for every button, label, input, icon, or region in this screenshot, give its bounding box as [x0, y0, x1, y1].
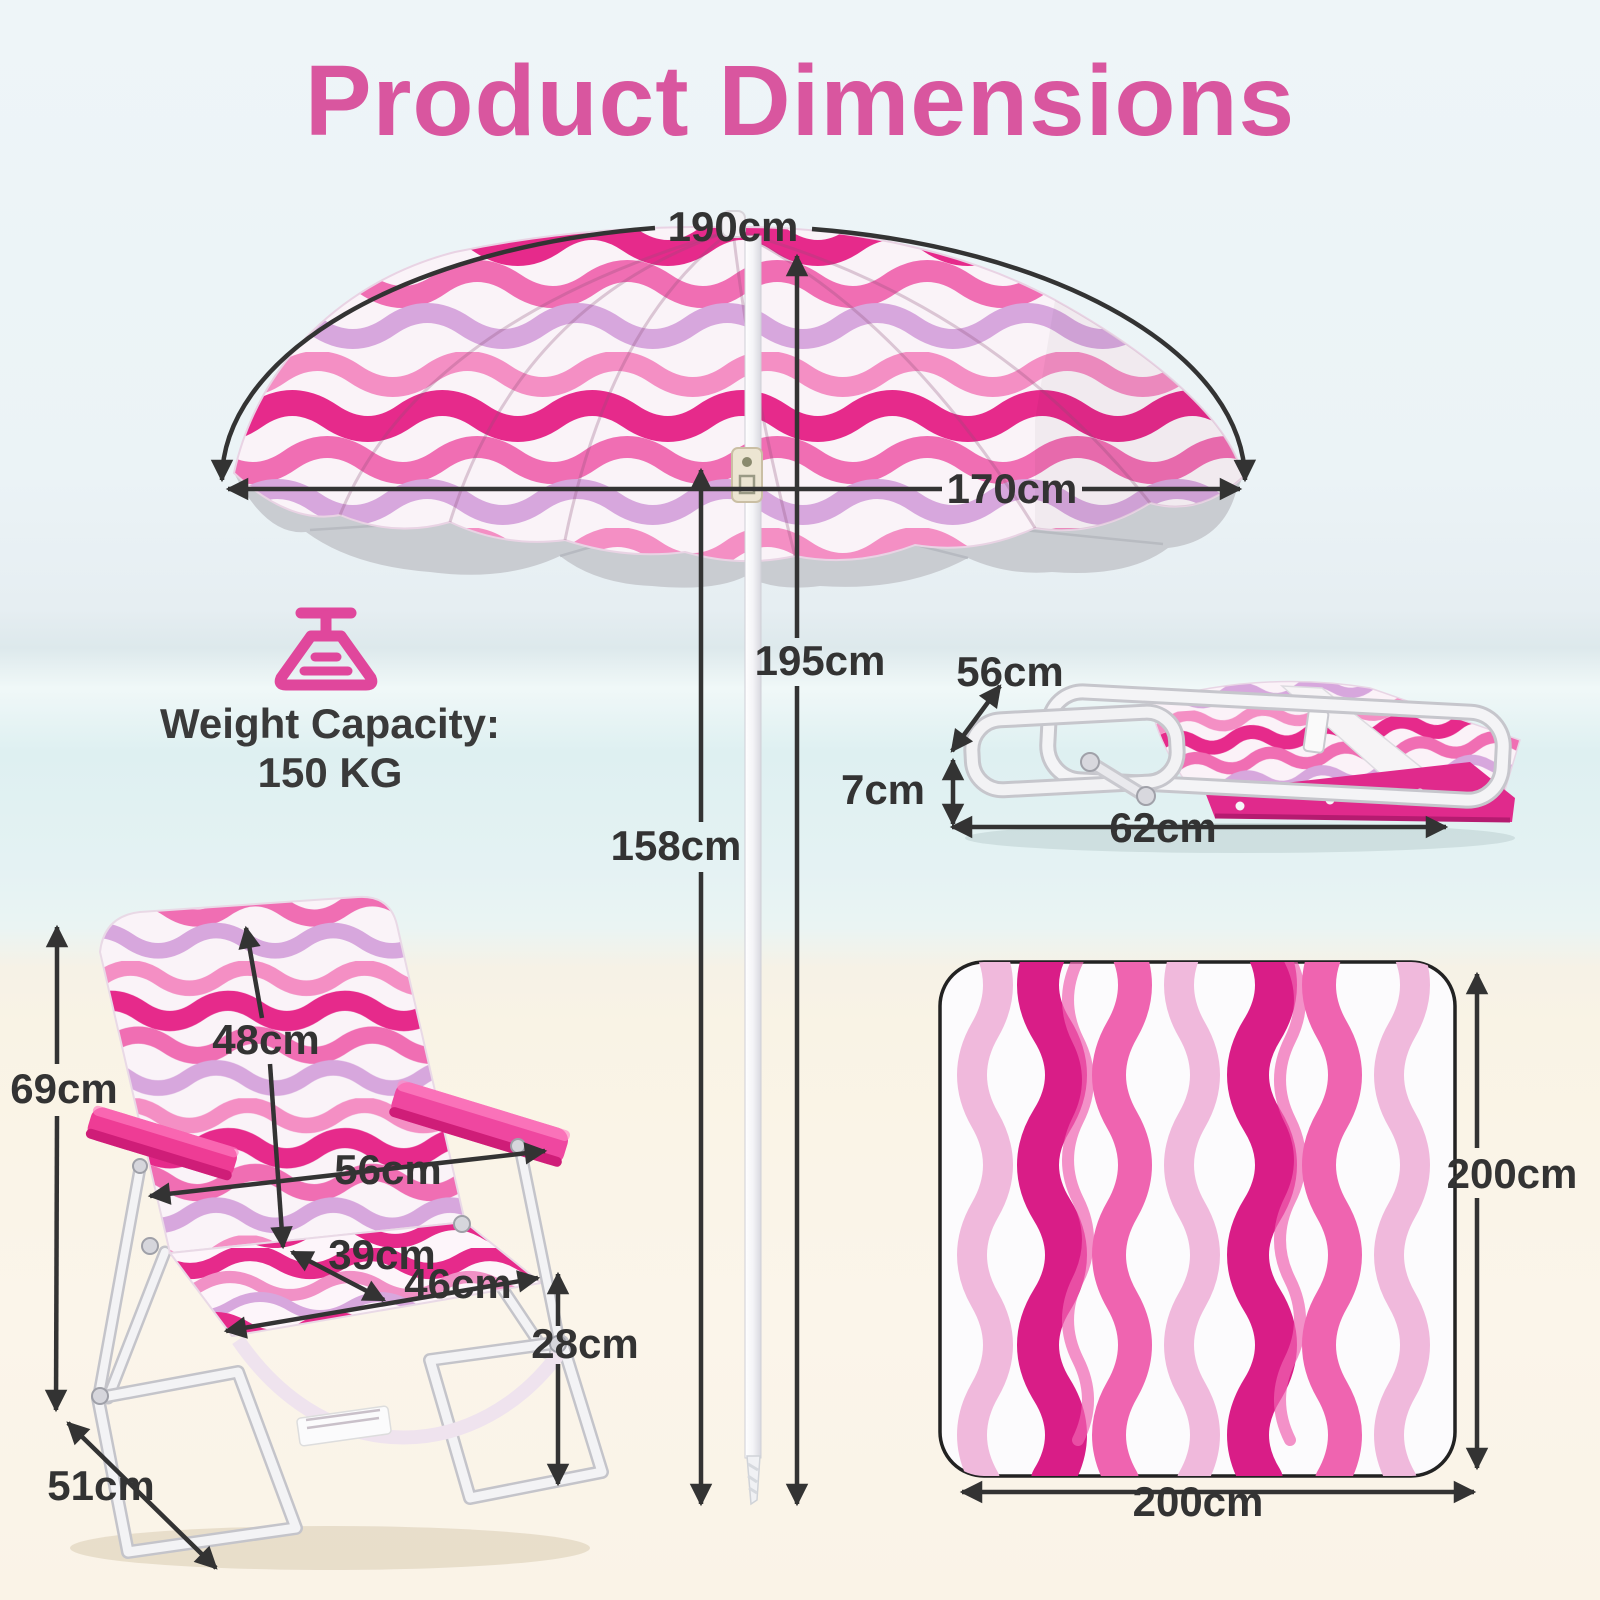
dim-umbrella-clearance: 158cm — [610, 822, 742, 869]
page-title: Product Dimensions — [304, 45, 1296, 157]
dim-chair-base-depth: 51cm — [47, 1462, 155, 1509]
dim-blanket-width: 200cm — [1132, 1478, 1264, 1525]
dim-blanket-length: 200cm — [1446, 1150, 1578, 1197]
umbrella-underside — [234, 473, 1243, 588]
dim-chair-backrest-length: 48cm — [212, 1016, 320, 1063]
umbrella-graphic — [232, 210, 1245, 1506]
dim-chair-overall-width: 56cm — [334, 1146, 442, 1193]
weight-scale-icon — [274, 607, 378, 691]
chair-backrest-fabric — [98, 895, 467, 1255]
dim-folded-thickness: 7cm — [840, 766, 926, 813]
dim-umbrella-arc-width: 190cm — [667, 203, 799, 250]
umbrella-pole — [744, 235, 762, 1459]
dim-umbrella-diameter: 170cm — [946, 465, 1078, 512]
folded-chair-graphic — [963, 680, 1521, 853]
umbrella-screw-tip — [746, 1455, 761, 1506]
umbrella-panel-seams — [338, 228, 1152, 557]
beach-blanket-graphic — [938, 960, 1457, 1478]
chair-care-label — [296, 1405, 392, 1447]
dim-folded-width: 56cm — [956, 648, 1064, 695]
umbrella-tilt-button — [731, 447, 763, 503]
folded-chair-hinge — [1080, 752, 1100, 772]
dimension-lines — [44, 225, 1489, 1570]
dim-chair-seat-width: 46cm — [404, 1260, 512, 1307]
weight-capacity-value: 150 KG — [257, 748, 403, 796]
chair-carry-strap — [232, 1336, 566, 1445]
folded-chair-frame — [963, 683, 1512, 809]
dim-umbrella-total-height: 195cm — [754, 637, 886, 684]
dim-chair-seat-depth: 39cm — [328, 1231, 436, 1278]
folded-chair-hinge — [1136, 786, 1156, 806]
weight-capacity-label: Weight Capacity: — [160, 700, 500, 747]
dim-chair-back-height: 69cm — [10, 1065, 118, 1112]
umbrella-finial — [721, 210, 746, 238]
chair-hinges — [91, 1138, 567, 1405]
blanket-wave-pattern — [957, 962, 1430, 1476]
dim-folded-length: 62cm — [1109, 804, 1217, 851]
weight-capacity-text: Weight Capacity: 150 KG — [110, 700, 550, 797]
dim-chair-seat-height: 28cm — [531, 1320, 639, 1367]
